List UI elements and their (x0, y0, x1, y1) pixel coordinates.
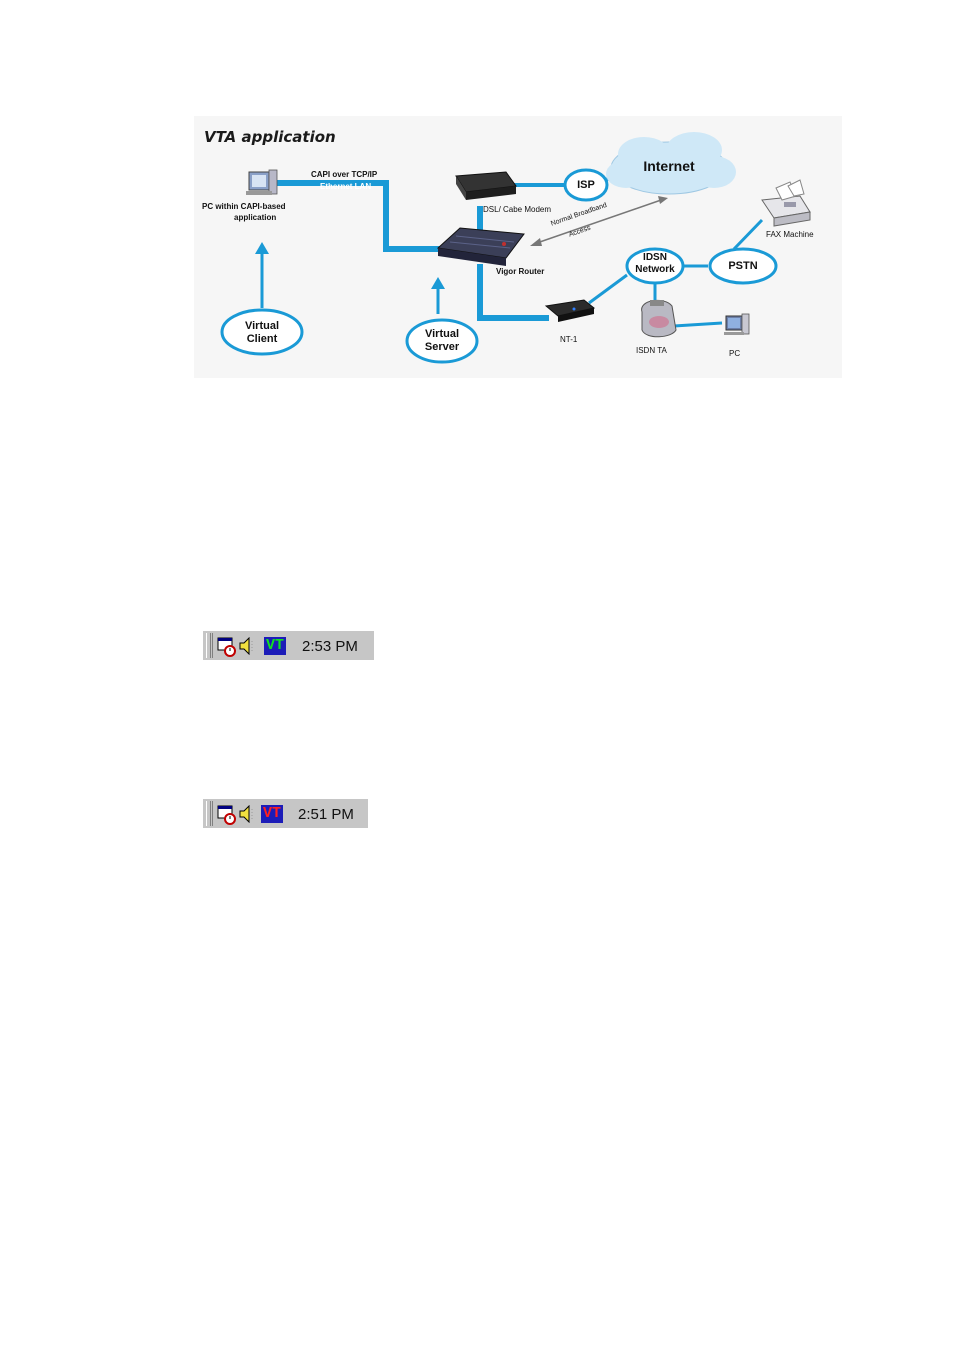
nt1-icon (544, 299, 596, 322)
ethernet-label: Ethernet LAN (320, 182, 372, 191)
capi-label: CAPI over TCP/IP (311, 170, 378, 179)
tray-clock[interactable]: 2:53 PM (302, 638, 358, 655)
vta-diagram: VTA application PC within CAPI-based app… (194, 116, 842, 378)
diagram-title: VTA application (204, 128, 336, 146)
idsn-oval (625, 247, 685, 285)
isp-oval (563, 168, 609, 202)
virtual-server-label-1: Virtual (424, 328, 460, 340)
pstn-label: PSTN (728, 260, 758, 272)
internet-label: Internet (643, 158, 695, 174)
diagram-graphics (220, 132, 811, 364)
idsn-label-1: IDSN (643, 252, 667, 263)
vt-icon[interactable]: VT (261, 805, 283, 823)
pc-label-1: PC within CAPI-based (202, 202, 286, 211)
idsn-label-2: Network (635, 264, 675, 275)
link-nt1-idsn (588, 273, 628, 305)
pstn-oval (708, 247, 778, 285)
virtual-client-label-2: Client (246, 333, 278, 345)
isdn-ta-label: ISDN TA (636, 346, 667, 355)
router-icon (436, 227, 525, 266)
fax-icon (761, 179, 811, 227)
link-ta-pc (673, 321, 723, 328)
link-router-nt1 (477, 264, 549, 321)
tray-clock[interactable]: 2:51 PM (298, 806, 354, 823)
modem-icon (455, 171, 517, 200)
nt1-label: NT-1 (560, 335, 578, 344)
vt-icon[interactable]: VT (264, 637, 286, 655)
link-pstn-fax (732, 218, 764, 251)
isp-label: ISP (577, 179, 595, 191)
pc-icon (246, 169, 278, 195)
system-tray-connected: VT 2:53 PM (203, 630, 374, 660)
modem-label: DSL/ Cabe Modem (483, 205, 552, 214)
virtual-server-oval (405, 318, 479, 364)
virtual-client-oval (220, 308, 304, 356)
virtual-client-label-1: Virtual (244, 320, 280, 332)
router-label: Vigor Router (496, 267, 545, 276)
scheduler-icon[interactable] (217, 805, 237, 825)
lan-link-pc-router (272, 180, 442, 252)
system-tray-disconnected: VT 2:51 PM (203, 798, 368, 828)
fax-label: FAX Machine (766, 230, 814, 239)
speaker-icon[interactable] (238, 805, 256, 823)
pc-label-2: application (234, 213, 277, 222)
virtual-server-label-2: Server (424, 341, 460, 353)
scheduler-icon[interactable] (217, 637, 237, 657)
pc-right-label: PC (729, 349, 741, 358)
pc-right-icon (724, 313, 750, 335)
isdn-ta-icon (641, 299, 677, 338)
speaker-icon[interactable] (238, 637, 256, 655)
broadband-arrow (533, 198, 665, 245)
internet-cloud (606, 132, 736, 195)
